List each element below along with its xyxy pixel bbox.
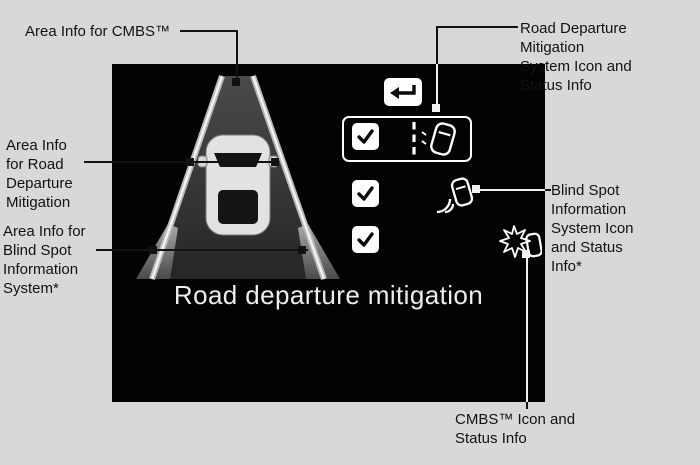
callout-bsi-status-info: Blind Spot Information System Icon and S… — [551, 182, 634, 275]
leader-line — [437, 26, 518, 28]
return-arrow-icon — [390, 85, 416, 99]
checkbox-cmbs[interactable] — [352, 226, 379, 253]
callout-area-info-cmbs: Area Info for CMBS™ — [25, 23, 171, 40]
lane-edge-right-bright — [251, 75, 326, 280]
callout-marker — [298, 246, 306, 254]
road-departure-mitigation-icon — [412, 122, 456, 156]
checkmark-icon — [357, 186, 374, 201]
lane-edge-left-bright — [150, 75, 224, 280]
callout-cmbs-status-info: CMBS™ Icon and Status Info — [455, 411, 576, 447]
menu-row-cmbs[interactable] — [344, 222, 544, 264]
callout-rdm-status-info: Road Departure Mitigation System Icon an… — [520, 20, 632, 94]
checkbox-blind-spot-information[interactable] — [352, 180, 379, 207]
leader-line — [478, 189, 545, 191]
checkmark-icon — [357, 232, 374, 247]
leader-line — [84, 161, 279, 163]
leader-line — [96, 249, 308, 251]
rear-glass — [218, 190, 258, 224]
road-scene-graphic — [136, 75, 340, 280]
vehicle-graphic — [197, 134, 279, 236]
leader-line — [436, 26, 438, 64]
screen-caption: Road departure mitigation — [173, 280, 484, 310]
back-button[interactable] — [384, 78, 422, 106]
callout-marker — [232, 78, 240, 86]
callout-marker — [432, 104, 440, 112]
cmbs-icon — [499, 225, 542, 258]
leader-line — [436, 64, 438, 104]
callout-marker — [472, 185, 480, 193]
checkmark-icon — [357, 129, 374, 144]
callout-rdm-area-info: Area Info for Road Departure Mitigation — [6, 137, 73, 211]
callout-marker — [271, 158, 279, 166]
leader-line — [236, 30, 238, 82]
callout-marker — [522, 250, 530, 258]
callout-marker — [186, 158, 194, 166]
leader-line — [180, 30, 238, 32]
callout-bsi-area-info: Area Info for Blind Spot Information Sys… — [3, 223, 86, 297]
callout-marker — [149, 246, 157, 254]
driver-display-screen: Road departure mitigation — [112, 64, 545, 402]
leader-line — [545, 189, 551, 191]
menu-row-road-departure-mitigation[interactable] — [342, 116, 472, 162]
blind-spot-information-icon — [437, 177, 474, 214]
leader-line — [526, 258, 528, 402]
menu-row-blind-spot-information[interactable] — [344, 176, 490, 216]
leader-line — [526, 402, 528, 409]
windshield — [214, 153, 262, 167]
checkbox-road-departure-mitigation[interactable] — [352, 123, 379, 150]
